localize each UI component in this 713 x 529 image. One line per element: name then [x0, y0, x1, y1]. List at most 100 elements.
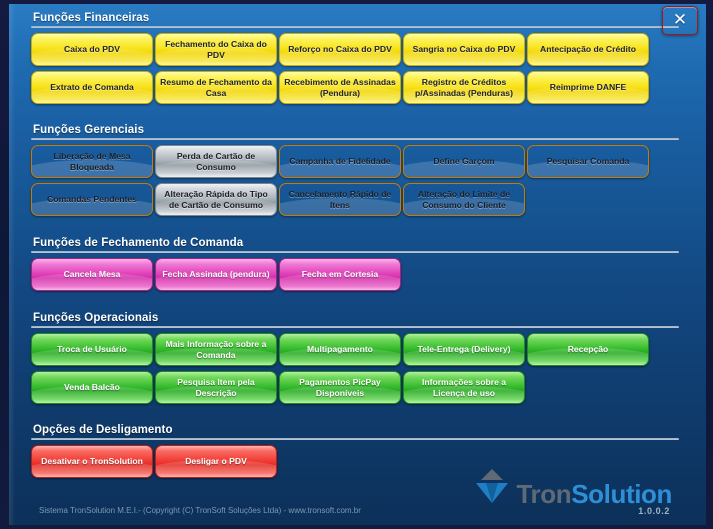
action-button[interactable]: Reimprime DANFE: [527, 71, 649, 104]
close-button[interactable]: ✕: [662, 6, 698, 35]
action-button[interactable]: Recebimento de Assinadas (Pendura): [279, 71, 401, 104]
action-button[interactable]: Tele-Entrega (Delivery): [403, 333, 525, 366]
action-button[interactable]: Caixa do PDV: [31, 33, 153, 66]
action-button[interactable]: Fecha Assinada (pendura): [155, 258, 277, 291]
action-button-label: Fechamento do Caixa do PDV: [165, 39, 267, 60]
action-button-label: Informações sobre a Licença de uso: [421, 377, 507, 398]
section-divider: [31, 251, 679, 253]
action-button-label: Cancela Mesa: [63, 269, 121, 280]
action-button[interactable]: Define Garçom: [403, 145, 525, 178]
action-button[interactable]: Registro de Créditos p/Assinadas (Pendur…: [403, 71, 525, 104]
action-button-label: Multipagamento: [307, 344, 373, 355]
logo-wordmark: TronSolution: [516, 481, 672, 507]
action-button-label: Reimprime DANFE: [549, 82, 627, 93]
section-divider: [31, 138, 679, 140]
action-button-label: Recebimento de Assinadas (Pendura): [284, 77, 396, 98]
action-button[interactable]: Recepção: [527, 333, 649, 366]
action-button[interactable]: Venda Balcão: [31, 371, 153, 404]
action-button[interactable]: Alteração do Limite de Consumo do Client…: [403, 183, 525, 216]
action-button[interactable]: Cancela Mesa: [31, 258, 153, 291]
section-title: Funções Financeiras: [33, 12, 150, 24]
action-button[interactable]: Pesquisa Item pela Descrição: [155, 371, 277, 404]
action-button-label: Alteração Rápida do Tipo de Cartão de Co…: [164, 189, 268, 210]
action-button-label: Resumo de Fechamento da Casa: [160, 77, 272, 98]
action-button-label: Perda de Cartão de Consumo: [176, 151, 256, 172]
section-divider: [31, 26, 679, 28]
action-button-label: Tele-Entrega (Delivery): [417, 344, 511, 355]
action-button: Alteração Rápida do Tipo de Cartão de Co…: [155, 183, 277, 216]
action-button[interactable]: Liberação de Mesa Bloqueada: [31, 145, 153, 178]
action-button[interactable]: Multipagamento: [279, 333, 401, 366]
action-button[interactable]: Comandas Pendentes: [31, 183, 153, 216]
section-title: Funções Operacionais: [33, 312, 159, 324]
action-button[interactable]: Fecha em Cortesia: [279, 258, 401, 291]
action-button[interactable]: Reforço no Caixa do PDV: [279, 33, 401, 66]
action-button-label: Extrato de Comanda: [50, 82, 134, 93]
action-button[interactable]: Pesquisar Comanda: [527, 145, 649, 178]
section-divider: [31, 438, 679, 440]
section-title: Funções Gerenciais: [33, 124, 145, 136]
button-row: Venda Balcão Pesquisa Item pela Descrição…: [31, 371, 679, 404]
action-button-label: Antecipação de Crédito: [540, 44, 636, 55]
logo-text-tron: Tron: [516, 479, 572, 509]
section-title: Funções de Fechamento de Comanda: [33, 237, 244, 249]
action-button-label: Recepção: [567, 344, 609, 355]
action-button[interactable]: Cancelamento Rápido de Itens: [279, 183, 401, 216]
action-button-label: Pesquisar Comanda: [546, 156, 630, 167]
logo-version: 1.0.0.2: [638, 506, 670, 516]
button-row: Caixa do PDV Fechamento do Caixa do PDV Re…: [31, 33, 679, 66]
action-button-label: Sangria no Caixa do PDV: [412, 44, 516, 55]
action-button-label: Fecha Assinada (pendura): [162, 269, 270, 280]
logo-text-solution: Solution: [571, 479, 672, 509]
action-button-label: Pesquisa Item pela Descrição: [177, 377, 255, 398]
action-button: Perda de Cartão de Consumo: [155, 145, 277, 178]
action-button-label: Define Garçom: [433, 156, 495, 167]
action-button[interactable]: Campanha de Fidelidade: [279, 145, 401, 178]
footer-copyright: Sistema TronSolution M.E.I.- (Copyright …: [39, 506, 361, 515]
logo-mark-icon: [470, 463, 514, 507]
action-button-label: Fecha em Cortesia: [301, 269, 379, 280]
action-button[interactable]: Antecipação de Crédito: [527, 33, 649, 66]
action-button-label: Registro de Créditos p/Assinadas (Pendur…: [415, 77, 513, 98]
tronsolution-logo: TronSolution: [470, 463, 672, 507]
button-row: Troca de Usuário Mais Informação sobre a …: [31, 333, 679, 366]
action-button[interactable]: Resumo de Fechamento da Casa: [155, 71, 277, 104]
action-button[interactable]: Desligar o PDV: [155, 445, 277, 478]
action-button[interactable]: Mais Informação sobre a Comanda: [155, 333, 277, 366]
button-row: Extrato de Comanda Resumo de Fechamento d…: [31, 71, 679, 104]
action-button[interactable]: Extrato de Comanda: [31, 71, 153, 104]
button-row: Cancela Mesa Fecha Assinada (pendura) Fech…: [31, 258, 679, 291]
action-button-label: Mais Informação sobre a Comanda: [165, 339, 267, 360]
button-row: Desativar o TronSolution Desligar o PDV: [31, 445, 679, 478]
section-divider: [31, 326, 679, 328]
action-button-label: Liberação de Mesa Bloqueada: [53, 151, 131, 172]
action-button-label: Caixa do PDV: [64, 44, 120, 55]
action-button-label: Troca de Usuário: [57, 344, 127, 355]
action-button[interactable]: Desativar o TronSolution: [31, 445, 153, 478]
action-button-label: Reforço no Caixa do PDV: [288, 44, 392, 55]
action-button-label: Campanha de Fidelidade: [289, 156, 391, 167]
button-row: Liberação de Mesa Bloqueada Perda de Cart…: [31, 145, 679, 178]
action-button-label: Desligar o PDV: [185, 456, 247, 467]
action-button[interactable]: Sangria no Caixa do PDV: [403, 33, 525, 66]
action-button[interactable]: Pagamentos PicPay Disponíveis: [279, 371, 401, 404]
action-button-label: Comandas Pendentes: [47, 194, 137, 205]
section-title: Opções de Desligamento: [33, 424, 173, 436]
action-button[interactable]: Fechamento do Caixa do PDV: [155, 33, 277, 66]
close-icon: ✕: [672, 10, 688, 30]
action-button-label: Pagamentos PicPay Disponíveis: [299, 377, 381, 398]
action-button[interactable]: Troca de Usuário: [31, 333, 153, 366]
action-button-label: Venda Balcão: [64, 382, 120, 393]
action-button-label: Cancelamento Rápido de Itens: [288, 189, 392, 210]
action-button[interactable]: Informações sobre a Licença de uso: [403, 371, 525, 404]
action-button-label: Desativar o TronSolution: [41, 456, 143, 467]
action-button-label: Alteração do Limite de Consumo do Client…: [417, 189, 511, 210]
